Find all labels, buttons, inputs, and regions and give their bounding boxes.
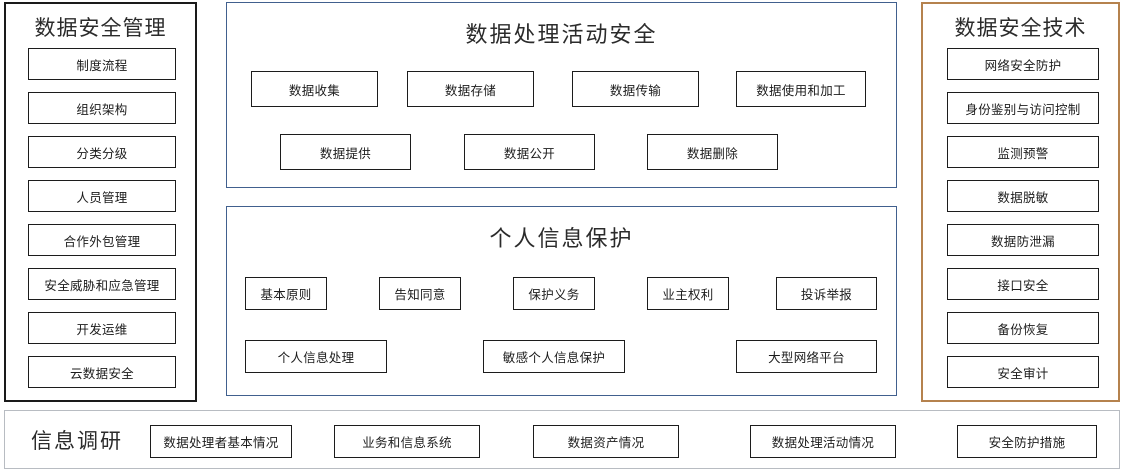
node-personal-info-row1-2[interactable]: 保护义务	[513, 277, 595, 310]
node-personal-info-row2-2[interactable]: 大型网络平台	[736, 340, 877, 373]
panel-data-security-management: 数据安全管理 制度流程 组织架构 分类分级 人员管理 合作外包管理 安全威胁和应…	[4, 2, 197, 402]
node-personal-info-row1-0[interactable]: 基本原则	[245, 277, 327, 310]
node-left-3[interactable]: 人员管理	[28, 180, 176, 212]
node-personal-info-row1-1[interactable]: 告知同意	[379, 277, 461, 310]
node-personal-info-row2-1[interactable]: 敏感个人信息保护	[483, 340, 625, 373]
node-right-3[interactable]: 数据脱敏	[947, 180, 1099, 212]
panel-title-information-survey: 信息调研	[31, 428, 123, 453]
node-survey-1[interactable]: 业务和信息系统	[334, 425, 480, 458]
node-processing-row1-3[interactable]: 数据使用和加工	[736, 71, 866, 107]
panel-personal-information-protection: 个人信息保护 基本原则 告知同意 保护义务 业主权利 投诉举报 个人信息处理 敏…	[226, 206, 897, 396]
node-right-5[interactable]: 接口安全	[947, 268, 1099, 300]
node-personal-info-row1-3[interactable]: 业主权利	[647, 277, 729, 310]
panel-information-survey: 信息调研 数据处理者基本情况 业务和信息系统 数据资产情况 数据处理活动情况 安…	[4, 410, 1120, 469]
node-survey-3[interactable]: 数据处理活动情况	[750, 425, 896, 458]
node-survey-4[interactable]: 安全防护措施	[957, 425, 1097, 458]
panel-title-data-processing-activity-security: 数据处理活动安全	[465, 23, 658, 48]
node-processing-row1-0[interactable]: 数据收集	[251, 71, 378, 107]
node-left-4[interactable]: 合作外包管理	[28, 224, 176, 256]
node-survey-0[interactable]: 数据处理者基本情况	[150, 425, 292, 458]
panel-title-data-security-management: 数据安全管理	[34, 16, 167, 40]
panel-title-data-security-technology: 数据安全技术	[954, 16, 1087, 40]
panel-data-processing-activity-security: 数据处理活动安全 数据收集 数据存储 数据传输 数据使用和加工 数据提供 数据公…	[226, 2, 897, 188]
node-survey-2[interactable]: 数据资产情况	[533, 425, 679, 458]
node-processing-row1-1[interactable]: 数据存储	[407, 71, 534, 107]
node-right-4[interactable]: 数据防泄漏	[947, 224, 1099, 256]
node-right-1[interactable]: 身份鉴别与访问控制	[947, 92, 1099, 124]
node-left-0[interactable]: 制度流程	[28, 48, 176, 80]
node-processing-row2-0[interactable]: 数据提供	[280, 134, 411, 170]
node-personal-info-row2-0[interactable]: 个人信息处理	[245, 340, 387, 373]
node-right-7[interactable]: 安全审计	[947, 356, 1099, 388]
node-personal-info-row1-4[interactable]: 投诉举报	[776, 277, 877, 310]
node-left-2[interactable]: 分类分级	[28, 136, 176, 168]
node-processing-row2-2[interactable]: 数据删除	[647, 134, 778, 170]
panel-title-personal-information-protection: 个人信息保护	[489, 227, 634, 252]
node-right-2[interactable]: 监测预警	[947, 136, 1099, 168]
node-left-6[interactable]: 开发运维	[28, 312, 176, 344]
node-processing-row1-2[interactable]: 数据传输	[572, 71, 699, 107]
node-right-0[interactable]: 网络安全防护	[947, 48, 1099, 80]
node-processing-row2-1[interactable]: 数据公开	[464, 134, 595, 170]
node-left-1[interactable]: 组织架构	[28, 92, 176, 124]
panel-data-security-technology: 数据安全技术 网络安全防护 身份鉴别与访问控制 监测预警 数据脱敏 数据防泄漏 …	[921, 2, 1120, 402]
node-left-5[interactable]: 安全威胁和应急管理	[28, 268, 176, 300]
node-right-6[interactable]: 备份恢复	[947, 312, 1099, 344]
node-left-7[interactable]: 云数据安全	[28, 356, 176, 388]
